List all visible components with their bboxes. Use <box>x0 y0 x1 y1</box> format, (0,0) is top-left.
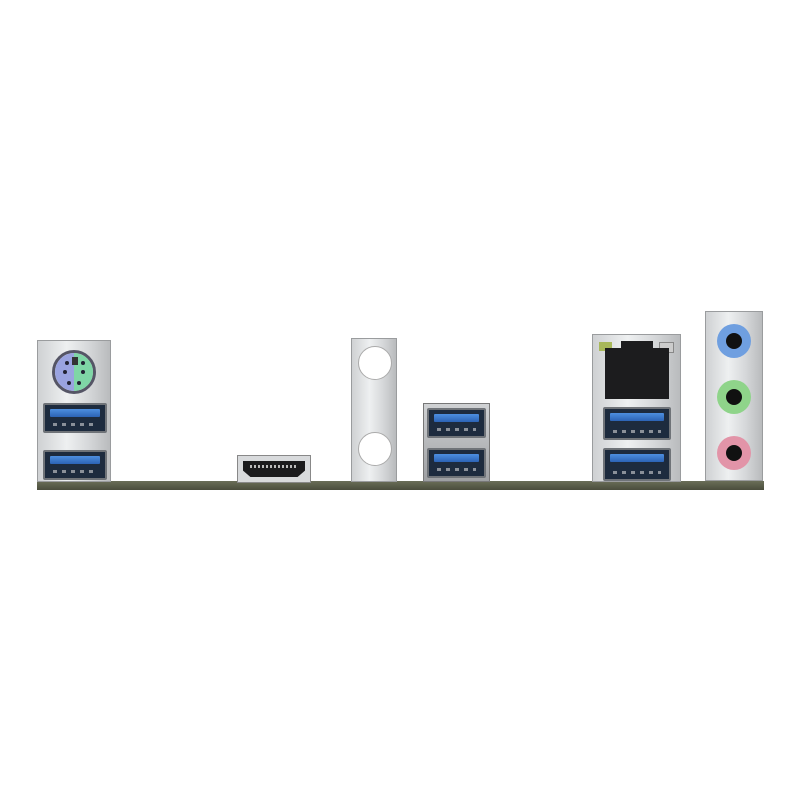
mounting-hole <box>358 432 392 466</box>
lan-usb-block <box>592 334 681 482</box>
audio-mic-jack[interactable] <box>717 436 751 470</box>
hdmi-port[interactable] <box>237 455 311 483</box>
io-bracket <box>351 338 397 482</box>
usb-port[interactable] <box>427 408 486 438</box>
usb-stack <box>423 403 490 482</box>
lan-led-icon <box>599 342 612 351</box>
audio-block <box>705 311 763 481</box>
mounting-hole <box>358 346 392 380</box>
ps2-usb-block <box>37 340 111 482</box>
audio-line-out-jack[interactable] <box>717 380 751 414</box>
rj45-port[interactable] <box>605 341 669 399</box>
usb-port[interactable] <box>603 448 671 481</box>
usb-port[interactable] <box>427 448 486 478</box>
usb-port[interactable] <box>43 450 107 480</box>
usb-port[interactable] <box>43 403 107 433</box>
usb-port[interactable] <box>603 407 671 440</box>
ps2-port[interactable] <box>52 350 96 394</box>
pcb-edge <box>37 481 764 490</box>
audio-line-in-jack[interactable] <box>717 324 751 358</box>
